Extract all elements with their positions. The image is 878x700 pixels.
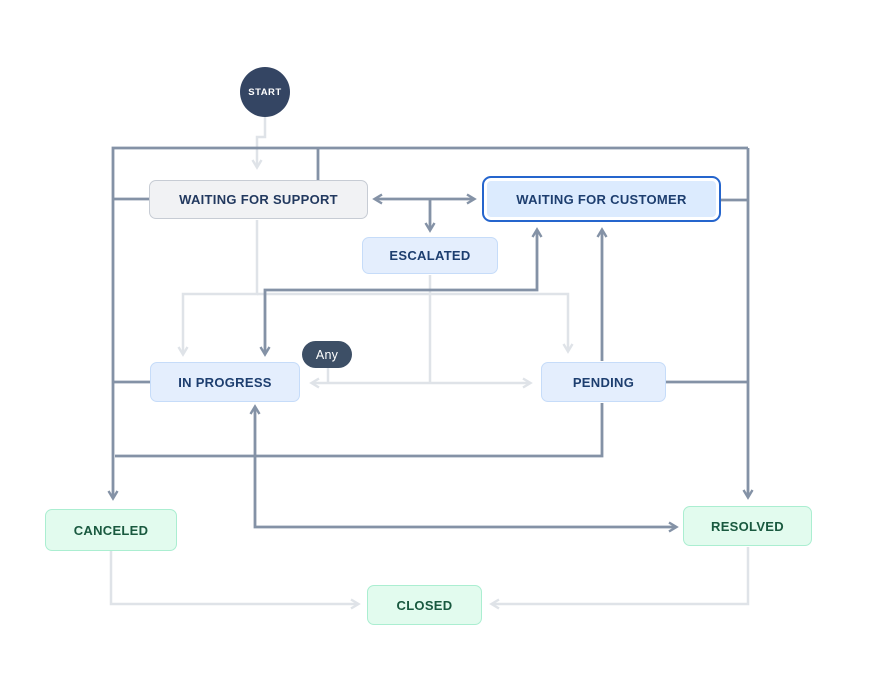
node-resolved-label: RESOLVED (711, 518, 784, 534)
node-any-label: Any (315, 347, 339, 362)
edge-inprogress-resolved (249, 404, 679, 533)
node-canceled-label: CANCELED (73, 522, 149, 538)
edge-inprogress-customer (259, 227, 543, 357)
node-waiting-for-support-label: WAITING FOR SUPPORT (179, 192, 338, 207)
node-escalated[interactable]: ESCALATED (362, 237, 498, 274)
node-waiting-for-customer-label: WAITING FOR CUSTOMER (516, 191, 687, 207)
node-waiting-for-customer[interactable]: WAITING FOR CUSTOMER (482, 176, 721, 222)
node-pending-label: PENDING (572, 374, 635, 390)
node-in-progress[interactable]: IN PROGRESS (150, 362, 300, 402)
edge-pending-to-left-rail (115, 403, 604, 458)
node-waiting-for-support[interactable]: WAITING FOR SUPPORT (149, 180, 368, 219)
node-start[interactable]: START (240, 67, 290, 117)
node-pending[interactable]: PENDING (541, 362, 666, 402)
node-in-progress-label: IN PROGRESS (178, 374, 272, 390)
node-escalated-label: ESCALATED (389, 248, 471, 263)
node-resolved[interactable]: RESOLVED (683, 506, 812, 546)
edge-start-to-support (251, 114, 267, 170)
edge-support-to-pending (257, 292, 574, 354)
edge-support-to-inprogress (177, 220, 259, 357)
edge-canceled-to-closed (109, 551, 361, 610)
edges-dark (107, 146, 754, 533)
node-canceled[interactable]: CANCELED (45, 509, 177, 551)
node-start-label: START (248, 86, 282, 98)
node-closed[interactable]: CLOSED (367, 585, 482, 625)
node-any[interactable]: Any (302, 341, 352, 368)
node-closed-label: CLOSED (396, 597, 453, 613)
edge-resolved-to-closed (489, 547, 750, 610)
